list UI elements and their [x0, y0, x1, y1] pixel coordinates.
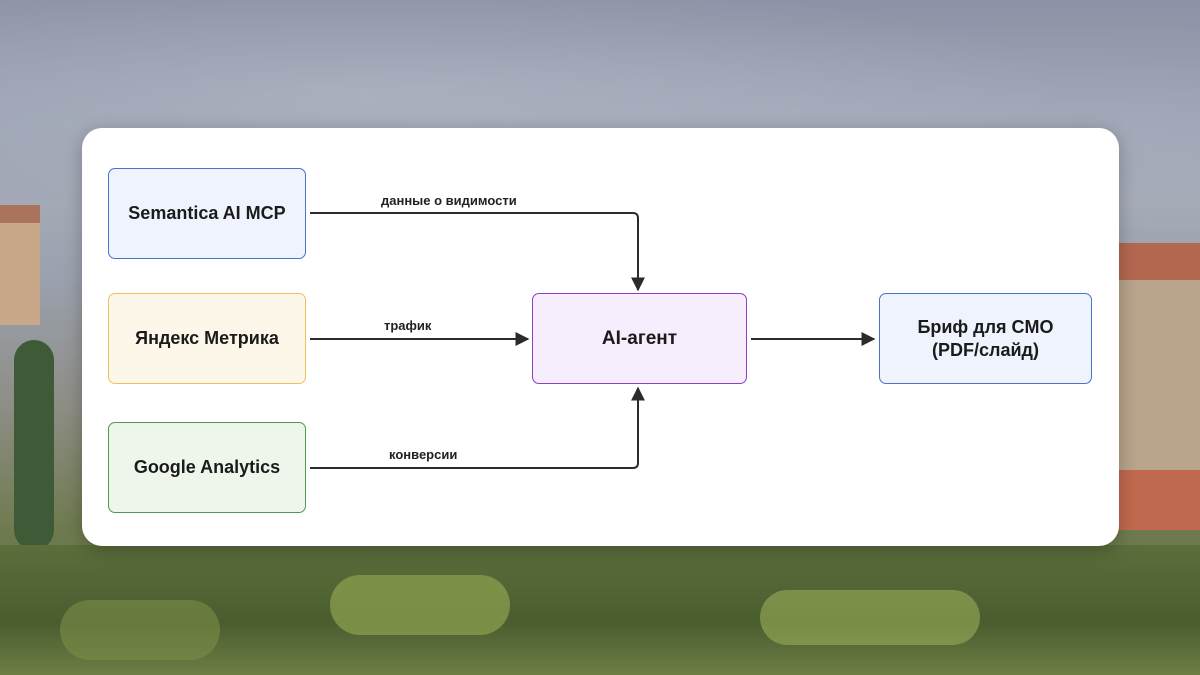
edge-label-visibility: данные о видимости	[381, 193, 517, 208]
building-left	[0, 205, 40, 325]
node-agent-prefix: AI	[601, 327, 621, 349]
edge-label-conversions: конверсии	[389, 447, 458, 462]
cypress-tree	[14, 340, 54, 550]
building-right	[1119, 280, 1200, 480]
roof-right-lower	[1119, 470, 1200, 530]
roof-left	[0, 205, 40, 223]
node-semantica-label: Semantica AI MCP	[128, 203, 286, 224]
edge-label-traffic: трафик	[384, 318, 432, 333]
node-ai-agent: AI-агент	[532, 293, 747, 384]
node-yandex-label: Яндекс Метрика	[135, 328, 279, 349]
node-google-analytics: Google Analytics	[108, 422, 306, 513]
node-cmo-brief: Бриф для CMO (PDF/слайд)	[879, 293, 1092, 384]
foliage-highlight	[330, 575, 510, 635]
foliage-highlight	[760, 590, 980, 645]
node-brief-line1: Бриф для CMO	[917, 317, 1054, 337]
roof-right	[1119, 243, 1200, 281]
node-semantica: Semantica AI MCP	[108, 168, 306, 259]
node-agent-suffix: -агент	[620, 327, 678, 349]
node-brief-line2: (PDF/слайд)	[932, 339, 1039, 360]
foliage-highlight	[60, 600, 220, 660]
node-yandex-metrika: Яндекс Метрика	[108, 293, 306, 384]
node-google-label: Google Analytics	[133, 457, 281, 478]
